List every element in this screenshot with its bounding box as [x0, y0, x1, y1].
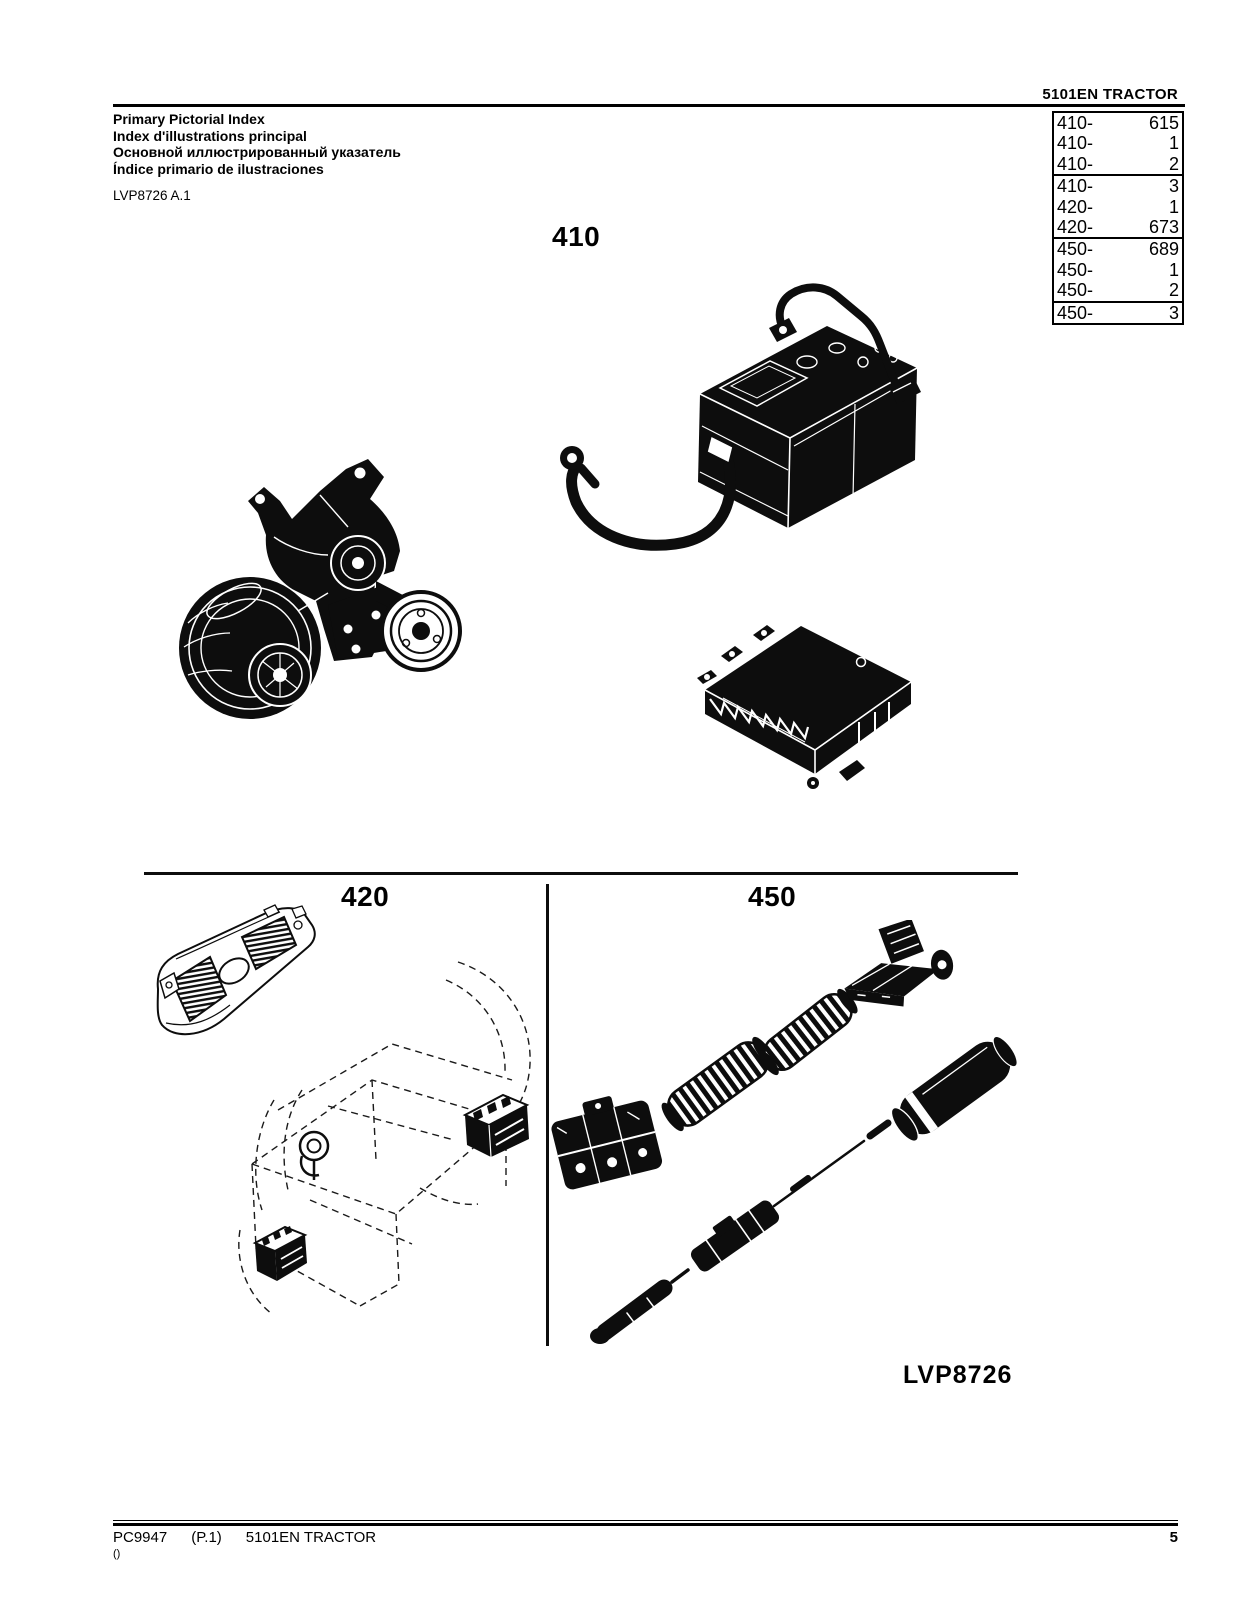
- figure-code: LVP8726: [903, 1361, 1013, 1389]
- table-row: 410- 1: [1054, 133, 1182, 153]
- section-label-420: 420: [341, 881, 390, 912]
- grille-illustration: [156, 904, 316, 1036]
- document-title: 5101EN TRACTOR: [1042, 86, 1178, 103]
- figure-reference-code: LVP8726 A.1: [113, 188, 191, 203]
- index-row-value: 2: [1168, 280, 1179, 301]
- corrugated-conduit: [758, 988, 858, 1076]
- section-label-410: 410: [552, 221, 601, 252]
- table-row: 450- 1: [1054, 260, 1182, 280]
- table-row: 420- 1: [1054, 197, 1182, 217]
- connector-block-right: [462, 1093, 530, 1158]
- index-row-value: 3: [1168, 302, 1179, 323]
- footer-page-ref: (P.1): [191, 1529, 222, 1546]
- section-divider-vertical: [546, 884, 549, 1346]
- index-row-label: 450-: [1057, 302, 1094, 323]
- control-unit-illustration: [697, 625, 912, 789]
- index-row-label: 410-: [1057, 113, 1094, 133]
- harness-sleeve: [890, 1035, 1018, 1142]
- index-row-label: 410-: [1057, 176, 1094, 197]
- index-row-label: 420-: [1057, 196, 1094, 217]
- battery-illustration: [560, 283, 921, 551]
- index-row-value: 1: [1168, 259, 1179, 280]
- index-table-group: 450- 689 450- 1 450- 2: [1052, 237, 1184, 303]
- table-row: 450- 2: [1054, 280, 1182, 300]
- pictorial-index-table: 410-615 410-1 410-2 410-3 420-1 420-673 …: [1052, 111, 1184, 326]
- index-table-group: 410- 3 420- 1 420- 673: [1052, 174, 1184, 240]
- harness-bracket: [844, 920, 954, 1007]
- index-row-label: 410-: [1057, 153, 1094, 174]
- alternator-bracket-illustration: [179, 459, 462, 719]
- page-title-en: Primary Pictorial Index: [113, 111, 265, 127]
- index-row-value: 1: [1168, 196, 1179, 217]
- index-row-label: 450-: [1057, 259, 1094, 280]
- footer-doc-code: PC9947: [113, 1529, 168, 1546]
- title-block: Primary Pictorial Index Index d'illustra…: [113, 111, 401, 203]
- table-row: 410- 3: [1054, 176, 1182, 196]
- index-row-label: 410-: [1057, 133, 1094, 154]
- table-row: 450- 3: [1054, 303, 1182, 323]
- table-row: 420- 673: [1054, 217, 1182, 237]
- table-row: 410- 2: [1054, 154, 1182, 174]
- index-row-value: 689: [1148, 239, 1179, 260]
- index-row-value: 615: [1148, 113, 1179, 133]
- header-rule: [113, 104, 1185, 107]
- index-row-label: 420-: [1057, 217, 1094, 238]
- table-row: 450- 689: [1054, 239, 1182, 259]
- page-number: 5: [1169, 1529, 1178, 1546]
- section-divider-horizontal: [144, 872, 1018, 875]
- footer-note: (): [113, 1548, 121, 1560]
- table-row: 410- 615: [1054, 113, 1182, 133]
- index-row-value: 673: [1148, 217, 1179, 238]
- footer-rule: [113, 1520, 1178, 1526]
- corrugated-conduit: [661, 1036, 775, 1132]
- page-title-es: Índice primario de ilustraciones: [113, 160, 324, 177]
- page-title-fr: Index d'illustrations principal: [113, 127, 307, 144]
- index-row-value: 3: [1168, 176, 1179, 197]
- harness-connector: [551, 1096, 663, 1190]
- index-table-group: 450- 3: [1052, 300, 1184, 326]
- index-row-label: 450-: [1057, 280, 1094, 301]
- footer-doc-title: 5101EN TRACTOR: [245, 1529, 377, 1546]
- index-row-label: 450-: [1057, 239, 1094, 260]
- index-row-value: 2: [1168, 153, 1179, 174]
- connector-block-lower: [252, 1225, 308, 1281]
- index-table-group: 410- 615 410- 1 410- 2: [1052, 111, 1184, 177]
- housing-phantom-illustration: [238, 961, 531, 1315]
- footer-line: PC9947 (P.1) 5101EN TRACTOR: [113, 1529, 400, 1546]
- harness-cable: [590, 1119, 892, 1344]
- section-label-450: 450: [748, 881, 797, 912]
- index-row-value: 1: [1168, 133, 1179, 154]
- harness-components-illustration: [551, 920, 1018, 1344]
- page-title-ru: Основной иллюстрированный указатель: [113, 144, 401, 160]
